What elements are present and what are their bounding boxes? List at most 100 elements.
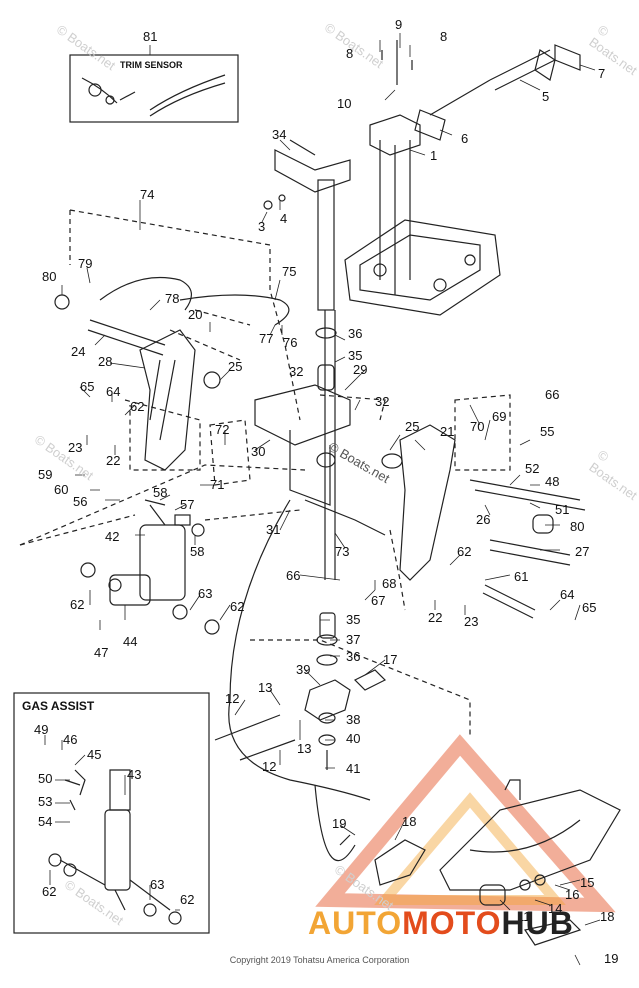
part-label: 29 (353, 362, 368, 377)
part-label: 24 (71, 344, 86, 359)
part-label: 32 (289, 364, 304, 379)
upper-mount-assembly (369, 44, 581, 295)
part-label: 63 (150, 877, 165, 892)
part-label: 40 (346, 731, 361, 746)
part-label: 1 (430, 148, 438, 163)
part-label: 36 (348, 326, 363, 341)
right-bracket (381, 424, 586, 619)
part-label: 42 (105, 529, 120, 544)
part-label: 28 (98, 354, 113, 369)
part-label: 27 (575, 544, 590, 559)
center-swivel (254, 384, 386, 536)
leader-lines (44, 33, 601, 966)
steering-shaft (317, 179, 336, 580)
part-label: 6 (461, 131, 469, 146)
part-label: 66 (545, 387, 560, 402)
trim-sensor-title: TRIM SENSOR (120, 60, 183, 70)
part-label: 3 (258, 219, 266, 234)
part-label: 14 (548, 901, 563, 916)
swivel-bracket-top (274, 139, 351, 193)
part-label: 54 (38, 814, 53, 829)
part-label: 8 (346, 46, 354, 61)
part-label: 17 (383, 652, 398, 667)
part-label: 18 (600, 909, 615, 924)
part-label: 64 (106, 384, 121, 399)
part-label: 74 (140, 187, 155, 202)
gas-assist-box (13, 692, 210, 934)
part-label: 64 (560, 587, 575, 602)
part-label: 69 (492, 409, 507, 424)
part-label: 10 (337, 96, 352, 111)
part-label: 13 (297, 741, 312, 756)
part-label: 66 (286, 568, 301, 583)
part-label: 35 (346, 612, 361, 627)
part-label: 4 (280, 211, 288, 226)
part-label: 51 (555, 502, 570, 517)
part-label: 58 (190, 544, 205, 559)
part-label: 44 (123, 634, 138, 649)
part-label: 65 (582, 600, 597, 615)
part-label: 23 (464, 614, 479, 629)
part-label: 55 (540, 424, 555, 439)
part-label: 19 (604, 951, 619, 966)
part-label: 30 (251, 444, 266, 459)
part-label: 79 (78, 256, 93, 271)
part-label: 13 (258, 680, 273, 695)
part-label: 61 (514, 569, 529, 584)
part-label: 50 (38, 771, 53, 786)
part-label: 78 (165, 291, 180, 306)
part-label: 25 (228, 359, 243, 374)
part-label: 77 (259, 331, 274, 346)
part-label: 38 (346, 712, 361, 727)
part-label: 25 (405, 419, 420, 434)
part-label: 22 (428, 610, 443, 625)
logo-part-moto: MOTO (402, 905, 502, 941)
part-label: 21 (440, 424, 455, 439)
part-label: 47 (94, 645, 109, 660)
part-label: 65 (80, 379, 95, 394)
part-label: 53 (38, 794, 53, 809)
part-label: 7 (598, 66, 606, 81)
part-label: 48 (545, 474, 560, 489)
part-label: 80 (570, 519, 585, 534)
part-label: 62 (130, 399, 145, 414)
wire-harness (179, 294, 371, 801)
part-label: 71 (210, 477, 225, 492)
lower-unit (314, 779, 621, 946)
part-label: 22 (106, 453, 121, 468)
part-label: 60 (54, 482, 69, 497)
part-label: 23 (68, 440, 83, 455)
part-label: 11 (517, 909, 531, 924)
part-label: 39 (296, 662, 311, 677)
part-label: 80 (42, 269, 57, 284)
part-label: 36 (346, 649, 361, 664)
watermark-logo (315, 734, 616, 913)
part-label: 56 (73, 494, 88, 509)
part-label: 12 (262, 759, 277, 774)
part-label: 18 (402, 814, 417, 829)
power-trim-tilt (80, 499, 220, 635)
part-label: 34 (272, 127, 287, 142)
part-label: 58 (153, 485, 168, 500)
part-label: 43 (127, 767, 142, 782)
part-label: 62 (42, 884, 57, 899)
part-label: 35 (348, 348, 363, 363)
part-label: 52 (525, 461, 540, 476)
lower-swivel-parts (214, 612, 387, 770)
part-label: 8 (440, 29, 448, 44)
mounting-plate (344, 219, 501, 316)
part-label: 62 (180, 892, 195, 907)
copyright-text: Copyright 2019 Tohatsu America Corporati… (229, 955, 410, 965)
part-label: 20 (188, 307, 203, 322)
part-label: 19 (332, 816, 347, 831)
part-label: 62 (457, 544, 472, 559)
part-label: 57 (180, 497, 195, 512)
part-label: 45 (87, 747, 102, 762)
part-label: 37 (346, 632, 361, 647)
part-label: 68 (382, 576, 397, 591)
part-label: 5 (542, 89, 550, 104)
part-label: 76 (283, 335, 298, 350)
part-label: 63 (198, 586, 213, 601)
part-label: 12 (225, 691, 240, 706)
site-logo: AUTOMOTOHUB (308, 905, 574, 942)
